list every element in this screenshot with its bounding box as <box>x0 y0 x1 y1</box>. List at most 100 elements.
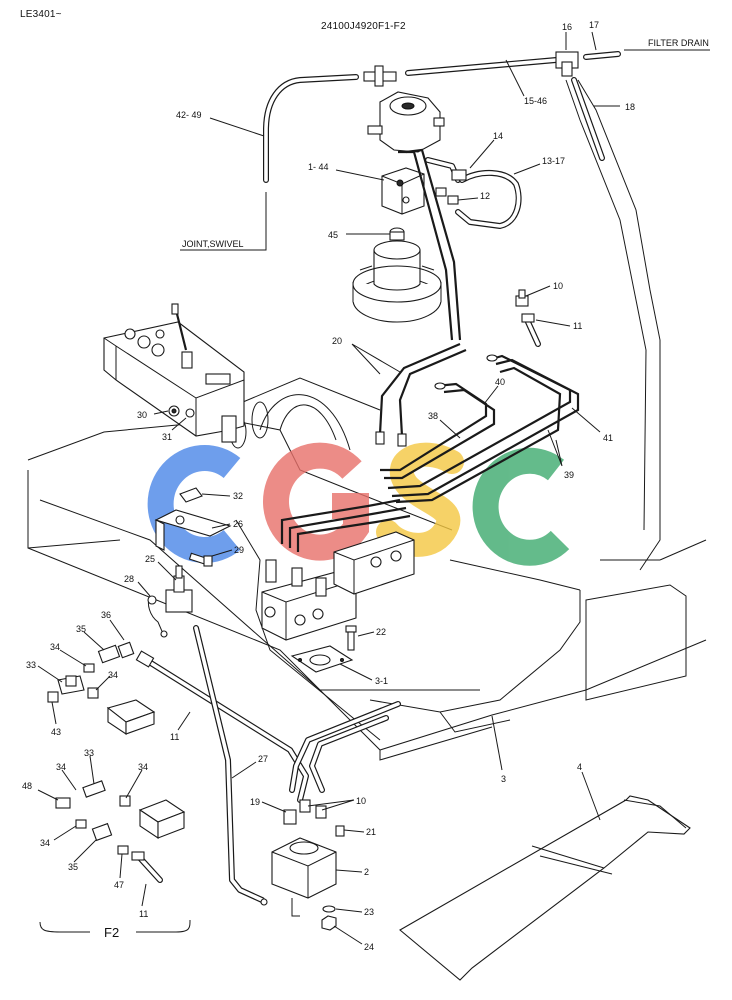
callout-22: 22 <box>376 627 386 637</box>
callout-10-upper: 10 <box>553 281 563 291</box>
collar-45 <box>389 227 405 241</box>
callout-16: 16 <box>562 22 572 32</box>
screw-21 <box>335 825 345 837</box>
machine-frame <box>27 79 707 761</box>
callout-34-e: 34 <box>40 838 50 848</box>
callout-39: 39 <box>564 470 574 480</box>
callout-47: 47 <box>114 880 124 890</box>
callout-31: 31 <box>162 432 172 442</box>
callout-4: 4 <box>577 762 582 772</box>
hose-14-13-17 <box>425 157 522 229</box>
callout-1-44: 1- 44 <box>308 162 329 172</box>
block-1-44 <box>381 167 425 215</box>
valve-2 <box>271 837 337 917</box>
callout-11-lower: 11 <box>139 909 148 919</box>
swing-motor-brake-valve <box>367 91 445 153</box>
callout-27: 27 <box>258 754 268 764</box>
callout-48: 48 <box>22 781 32 791</box>
callout-28: 28 <box>124 574 134 584</box>
clamp-28 <box>147 595 168 638</box>
callout-24: 24 <box>364 942 374 952</box>
callout-21: 21 <box>366 827 376 837</box>
hoses-38-41 <box>380 354 580 504</box>
tee-fitting-16 <box>555 51 579 77</box>
callout-18: 18 <box>625 102 635 112</box>
callout-25: 25 <box>145 554 155 564</box>
callout-3-1: 3-1 <box>375 676 388 686</box>
callout-23: 23 <box>364 907 374 917</box>
swing-motor-housing <box>352 240 442 323</box>
swivel-hoses <box>398 148 462 341</box>
callout-34-b: 34 <box>108 670 118 680</box>
nut-30 <box>168 405 180 417</box>
watermark-logo <box>147 442 570 566</box>
callout-45: 45 <box>328 230 338 240</box>
cover-plate-4 <box>399 795 691 981</box>
drain-hose-42-49 <box>263 74 359 183</box>
washer-31 <box>185 408 195 418</box>
group-f2-label: F2 <box>104 925 119 940</box>
fitting-group-lower <box>55 780 186 883</box>
callout-34-a: 34 <box>50 642 60 652</box>
callout-43: 43 <box>51 727 61 737</box>
callout-15-46: 15-46 <box>524 96 547 106</box>
callout-30: 30 <box>137 410 147 420</box>
callout-36: 36 <box>101 610 111 620</box>
fittings-10-19 <box>283 799 327 825</box>
callout-26: 26 <box>233 519 243 529</box>
callout-34-c: 34 <box>56 762 66 772</box>
hoses-20 <box>375 342 467 447</box>
hose-18 <box>571 77 605 161</box>
hose-27 <box>193 625 268 906</box>
callout-19: 19 <box>250 797 260 807</box>
joint-swivel-label: JOINT,SWIVEL <box>182 239 244 249</box>
plate-32 <box>179 487 203 503</box>
filter-drain-label: FILTER DRAIN <box>648 38 709 48</box>
callouts: 16 17 15-46 18 42- 49 14 13-17 1- 44 12 … <box>22 20 635 952</box>
callout-29: 29 <box>234 545 244 555</box>
hose-17 <box>583 51 621 60</box>
callout-35-upper: 35 <box>76 624 86 634</box>
callout-33-upper: 33 <box>26 660 36 670</box>
callout-41: 41 <box>603 433 613 443</box>
bolt-22 <box>345 625 357 651</box>
hose-lines-to-valve <box>280 498 411 552</box>
annotation-filter-drain: FILTER DRAIN <box>624 38 710 51</box>
nut-24 <box>321 915 337 931</box>
drawing-number: 24100J4920F1-F2 <box>321 21 406 32</box>
control-valve-block <box>261 531 415 641</box>
fitting-10 <box>515 289 529 307</box>
hose-end-11 <box>521 313 541 347</box>
drawing-code-left: LE3401~ <box>20 9 62 20</box>
control-box <box>103 303 245 443</box>
washer-23 <box>322 905 336 913</box>
valve-25 <box>165 565 193 613</box>
callout-10-lower: 10 <box>356 796 366 806</box>
callout-33-lower: 33 <box>84 748 94 758</box>
callout-2: 2 <box>364 867 369 877</box>
elbow-fitting-12 <box>435 187 459 205</box>
callout-34-d: 34 <box>138 762 148 772</box>
callout-42-49: 42- 49 <box>176 110 202 120</box>
callout-3: 3 <box>501 774 506 784</box>
callout-11-upper: 11 <box>573 321 582 331</box>
callout-32: 32 <box>233 491 243 501</box>
fitting-group-upper <box>47 641 156 736</box>
callout-14: 14 <box>493 131 503 141</box>
callout-35-lower: 35 <box>68 862 78 872</box>
callout-20: 20 <box>332 336 342 346</box>
callout-17: 17 <box>589 20 599 30</box>
bolt-29 <box>188 552 213 567</box>
annotation-joint-swivel: JOINT,SWIVEL <box>180 192 267 251</box>
plate-3-1 <box>290 645 354 673</box>
callout-38: 38 <box>428 411 438 421</box>
bracket-26 <box>154 509 232 551</box>
callout-12: 12 <box>480 191 490 201</box>
callout-13-17: 13-17 <box>542 156 565 166</box>
tee-fitting-top <box>363 65 397 87</box>
hoses-to-valve-2 <box>289 701 401 793</box>
f2-group-bracket <box>39 919 191 933</box>
drain-hose-15-46 <box>405 57 559 76</box>
callout-11-middle: 11 <box>170 732 179 742</box>
